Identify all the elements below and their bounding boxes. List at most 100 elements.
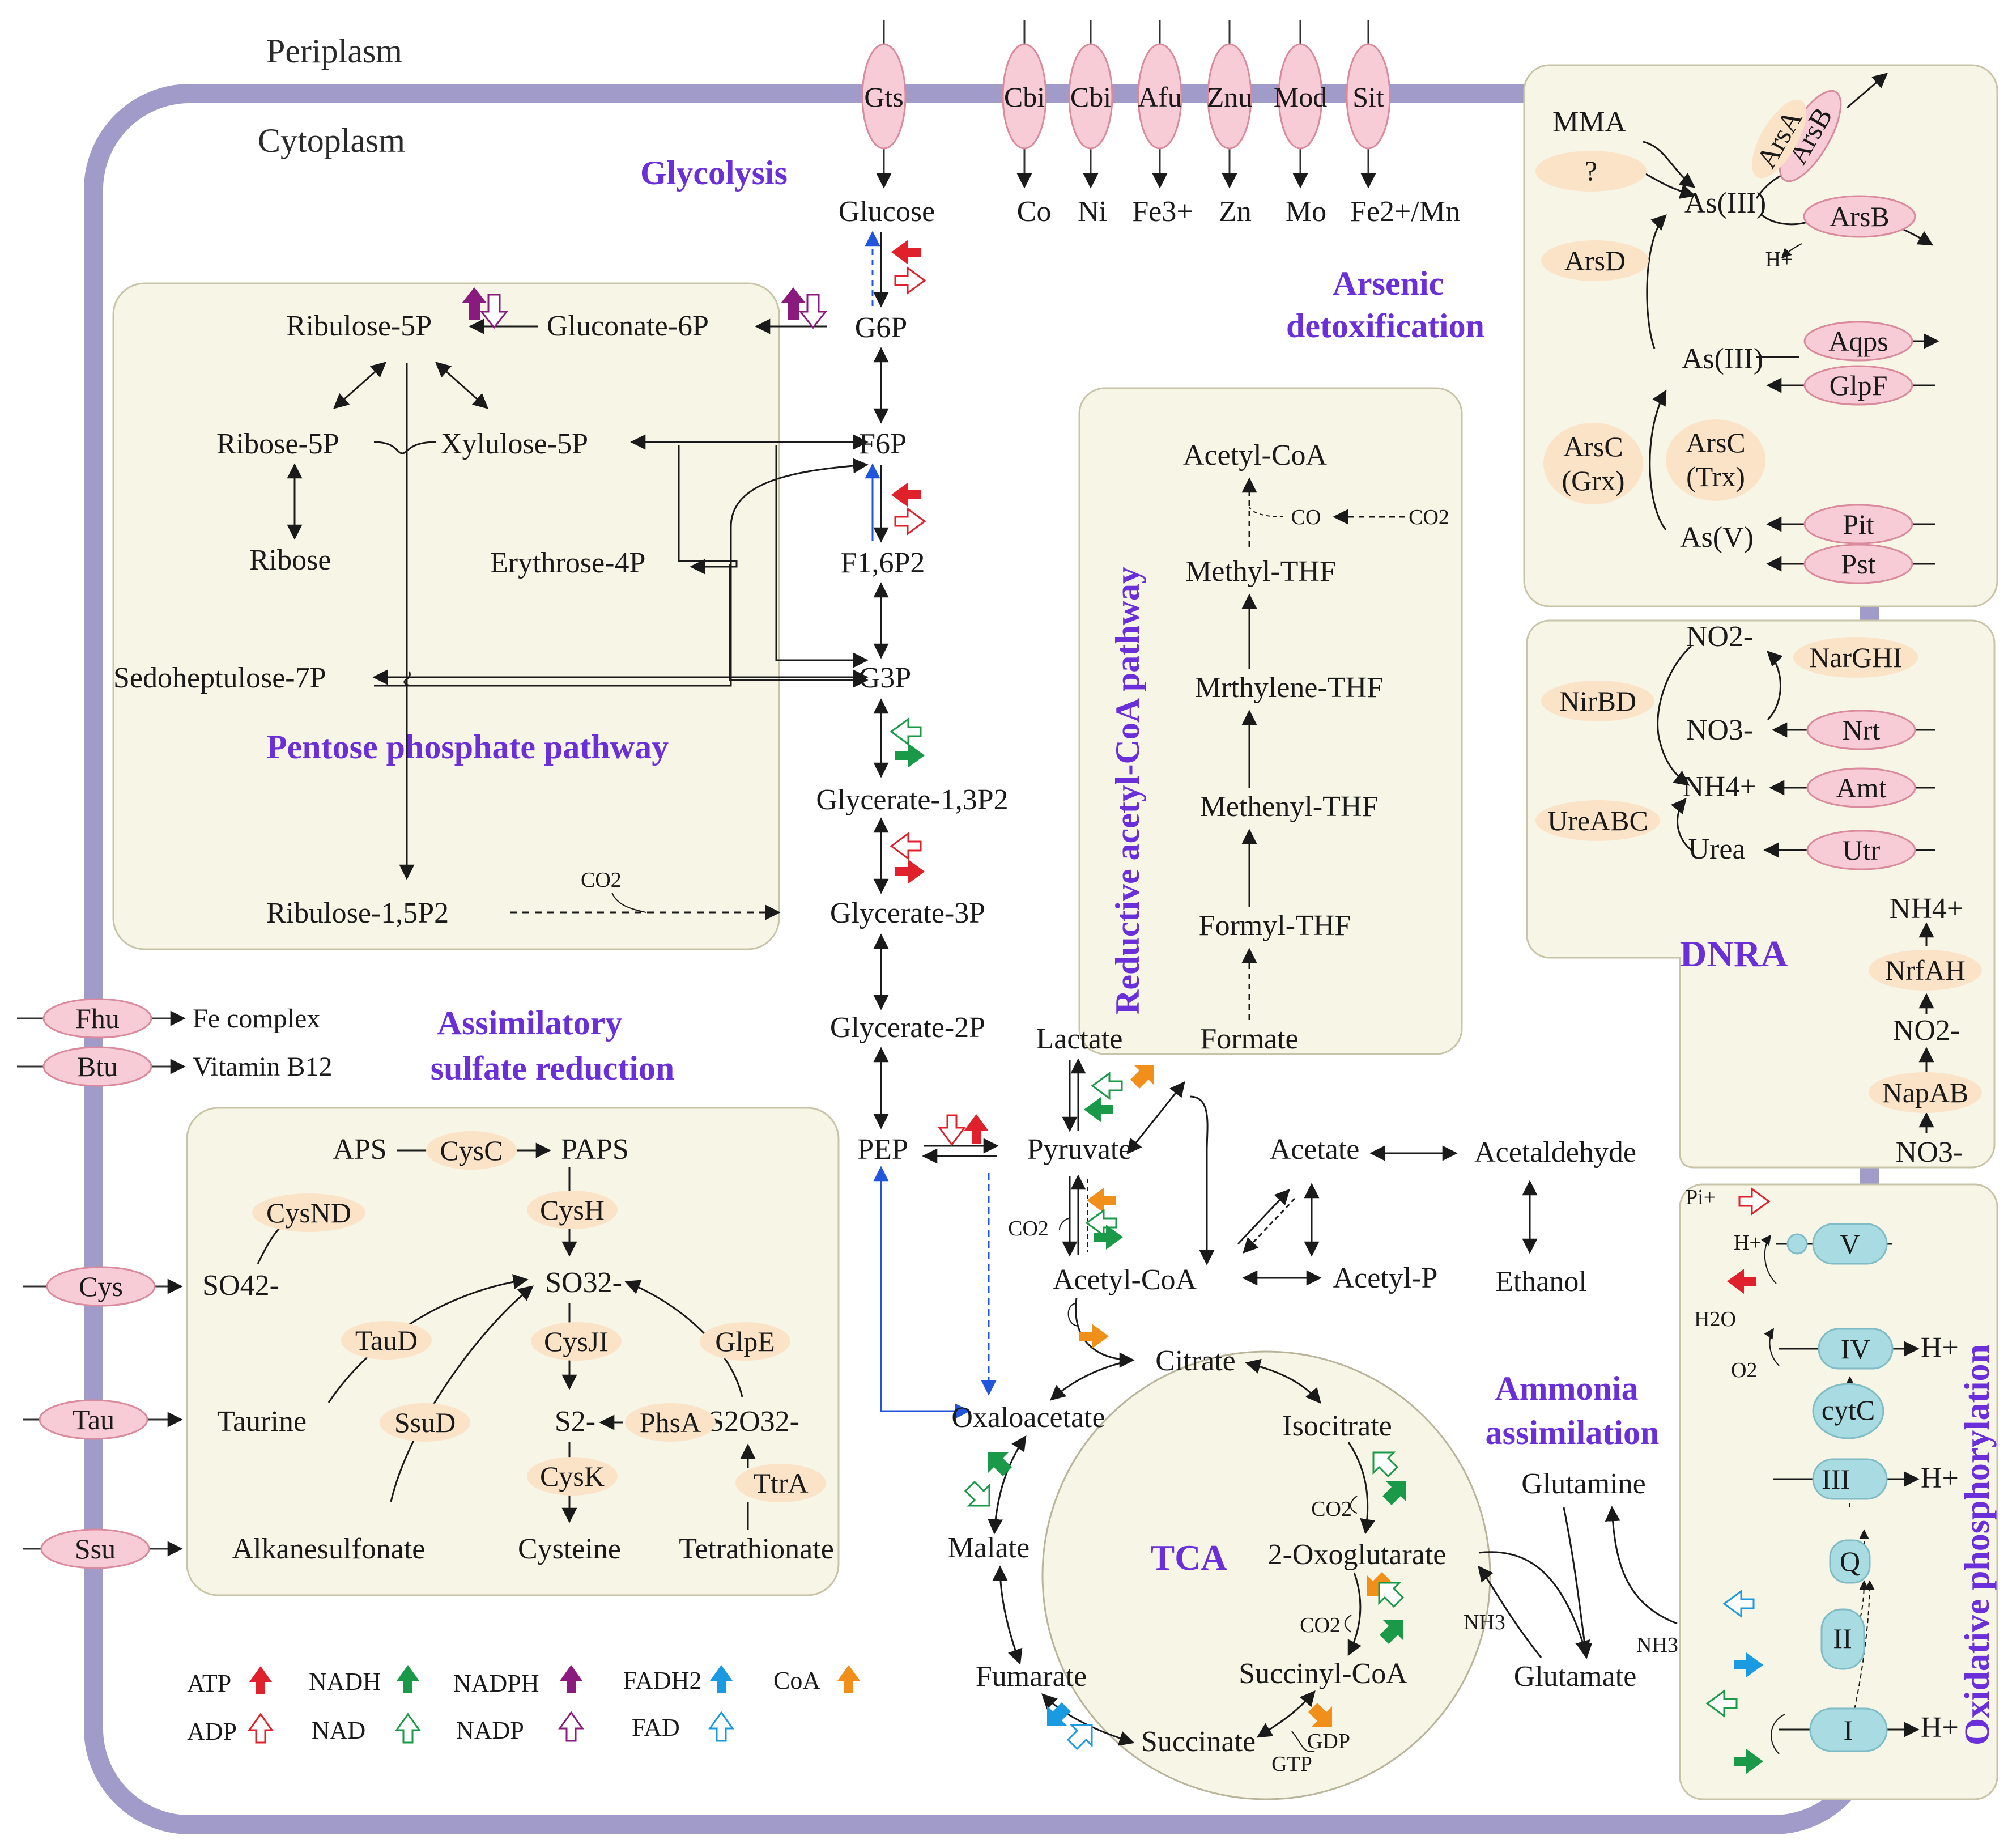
transporter-aqps	[1803, 321, 1913, 362]
legend-fadh2-arrow	[710, 1665, 733, 1693]
oxphos-pi: Pi+	[1686, 1186, 1716, 1209]
met-acetyl-p: Acetyl-P	[1333, 1262, 1438, 1294]
enzyme-narghi	[1793, 637, 1918, 678]
legend-coa: CoA	[773, 1667, 820, 1694]
ion-fe2-mn: Fe2+/Mn	[1350, 196, 1460, 228]
legend-fadh2: FADH2	[623, 1667, 702, 1694]
met-xylulose-5p: Xylulose-5P	[441, 428, 588, 460]
met-no2-1: NO2-	[1686, 621, 1753, 653]
label-mod: Mod	[1274, 81, 1327, 113]
legend-nad: NAD	[312, 1717, 365, 1744]
met-acetate: Acetate	[1270, 1133, 1360, 1166]
transporter-nrt	[1806, 710, 1916, 750]
enzyme-glpe	[700, 1322, 790, 1361]
met-pep: PEP	[857, 1133, 908, 1166]
enzyme-unknown	[1535, 151, 1647, 192]
legend-nadh: NADH	[309, 1668, 381, 1696]
coa-arrow	[1079, 1324, 1109, 1349]
met-tetrathionate: Tetrathionate	[679, 1533, 834, 1565]
label-cysh: CysH	[540, 1194, 605, 1226]
met-ethanol: Ethanol	[1495, 1265, 1587, 1298]
label-grx: (Grx)	[1562, 465, 1624, 496]
legend-coa-arrow	[837, 1665, 860, 1693]
label-utr: Utr	[1843, 834, 1881, 866]
met-glycerate-13p2: Glycerate-1,3P2	[816, 784, 1008, 816]
complex-ii	[1820, 1608, 1865, 1670]
title-ppp: Pentose phosphate pathway	[266, 728, 669, 766]
atp-arrow	[964, 1114, 989, 1144]
label-ttra: TtrA	[753, 1467, 808, 1499]
oxphos-h2o: H2O	[1694, 1307, 1736, 1331]
adp-arrow	[890, 832, 922, 860]
coa-arrow	[1087, 1188, 1116, 1213]
met-vitamin-b12: Vitamin B12	[193, 1052, 332, 1082]
nadh-arrow	[1380, 1620, 1403, 1644]
nad-arrow	[1085, 1209, 1117, 1237]
label-arsd: ArsD	[1564, 245, 1626, 277]
ion-zn: Zn	[1219, 196, 1252, 228]
transporter-utr	[1806, 830, 1916, 870]
pentose-phosphate-pathway: Ribulose-5P Gluconate-6P Ribose-5P Xylul…	[113, 287, 869, 929]
met-cysteine: Cysteine	[518, 1533, 621, 1565]
tca-co2-2: CO2	[1300, 1613, 1341, 1637]
transporter-tau	[39, 1399, 148, 1440]
label-cysji: CysJI	[544, 1326, 609, 1357]
central-co2: CO2	[1008, 1217, 1049, 1241]
met-as5: As(V)	[1680, 521, 1754, 554]
met-acetyl-coa: Acetyl-CoA	[1053, 1264, 1197, 1296]
enzyme-taud	[341, 1321, 432, 1360]
met-co: CO	[1291, 505, 1321, 529]
met-glutamine: Glutamine	[1521, 1468, 1646, 1500]
label-nrt: Nrt	[1843, 714, 1881, 746]
met-f6p: F6P	[859, 428, 907, 460]
central-metabolism: Lactate Acetate Acetaldehyde Acetyl-CoA …	[1008, 1023, 1636, 1327]
label-napab: NapAB	[1882, 1077, 1969, 1108]
met-succinyl-coa: Succinyl-CoA	[1239, 1658, 1407, 1690]
label-ssud: SsuD	[394, 1407, 456, 1438]
oxidative-phosphorylation: Pi+ H+ H2O O2 H+ H+ e- e- H+ V	[1686, 1186, 1959, 1774]
enzyme-napab	[1869, 1072, 1982, 1113]
met-aps: APS	[333, 1133, 386, 1166]
title-ammonia-2: assimilation	[1486, 1414, 1660, 1451]
met-ribulose-15p2: Ribulose-1,5P2	[266, 897, 449, 929]
title-tca: TCA	[1150, 1537, 1227, 1578]
met-as3-2: As(III)	[1682, 343, 1763, 375]
oxphos-o2: O2	[1731, 1358, 1757, 1382]
transporter-fhu	[42, 998, 152, 1039]
met-glucose: Glucose	[839, 196, 935, 228]
adp-arrow	[938, 1114, 966, 1146]
met-glutamate: Glutamate	[1514, 1660, 1637, 1693]
tca-gdp: GDP	[1307, 1730, 1350, 1753]
met-succinate: Succinate	[1141, 1726, 1256, 1758]
ppp-panel	[112, 282, 780, 950]
atp-arrow	[891, 482, 921, 507]
label-cbi-1: Cbi	[1004, 81, 1045, 113]
legend: ATP ADP NADH NAD NADPH NADP FADH2 FAD Co…	[187, 1665, 860, 1745]
met-ribose: Ribose	[249, 544, 331, 576]
coa-arrow	[1130, 1065, 1154, 1089]
sulfate-reduction: APS PAPS SO42- SO32- Taurine S2- S2O32- …	[202, 1131, 834, 1565]
title-arsenic-1: Arsenic	[1333, 265, 1444, 302]
met-isocitrate: Isocitrate	[1282, 1410, 1392, 1442]
met-sedoheptulose-7p: Sedoheptulose-7P	[113, 662, 326, 694]
transporter-glpf	[1803, 365, 1913, 406]
label-nrfah: NrfAH	[1885, 954, 1966, 986]
atp-arrow	[891, 240, 921, 265]
title-oxphos: Oxidative phosphorylation	[1958, 1344, 1997, 1745]
enzyme-nrfah	[1869, 950, 1982, 991]
legend-atp-arrow	[249, 1666, 272, 1694]
label-complex-iii: III	[1822, 1463, 1850, 1495]
transporter-sit	[1346, 43, 1391, 150]
legend-nadh-arrow	[397, 1665, 419, 1693]
label-btu: Btu	[77, 1051, 118, 1082]
met-urea: Urea	[1688, 833, 1745, 865]
label-afu: Afu	[1138, 81, 1182, 113]
nad-arrow	[964, 1480, 990, 1507]
met-methylene-thf: Mrthylene-THF	[1195, 672, 1383, 704]
met-co2-wl: CO2	[1409, 505, 1449, 529]
nad-arrow	[890, 717, 922, 746]
coa-arrow	[1308, 1703, 1332, 1727]
enzyme-cysk	[527, 1457, 618, 1496]
met-g6p: G6P	[855, 312, 907, 344]
